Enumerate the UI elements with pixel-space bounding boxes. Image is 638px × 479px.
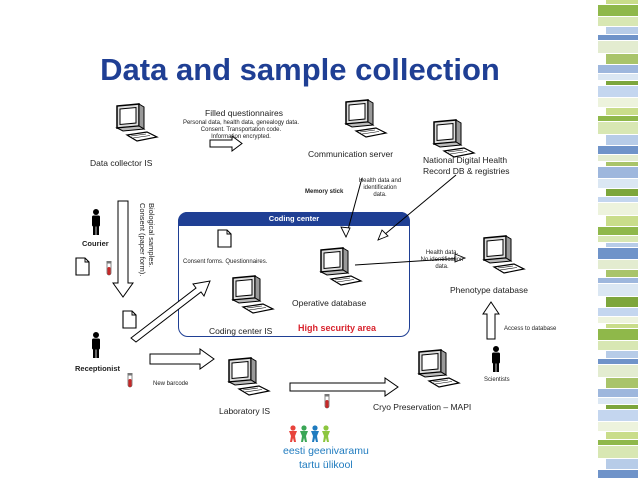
health-noid-label-3: data. — [435, 264, 449, 270]
receptionist-person-icon — [92, 332, 100, 358]
arrow-operative-to-phenotype — [354, 257, 466, 266]
arrow-questionnaires — [209, 135, 243, 152]
operative-db-label: Operative database — [292, 298, 367, 308]
arrow-scientist-up — [482, 301, 500, 340]
consent-paper-label-1: Consent (paper form). — [138, 203, 147, 277]
receptionist-document-icon — [122, 310, 137, 329]
arrow-to-coding-center — [130, 280, 211, 343]
national-db-label-line1: National Digital Health — [423, 155, 508, 165]
filled-questionnaires-label: Filled questionnaires — [205, 108, 283, 118]
consent-paper-label-2: Biological samples. — [147, 203, 156, 268]
questionnaire-detail-2: Consent. Transportation code. — [200, 127, 282, 133]
health-id-label-3: data. — [373, 192, 387, 198]
page-title: Data and sample collection — [100, 52, 500, 87]
arrow-national-to-operative — [377, 174, 457, 241]
logo-text-line1: eesti geenivaramu — [283, 445, 369, 457]
questionnaire-detail-3: Information encrypted. — [211, 134, 271, 140]
sample-tube-icon — [106, 260, 112, 276]
laboratory-computer-icon — [228, 357, 270, 396]
health-noid-label-2: No identification — [420, 257, 464, 263]
memory-stick-label: Memory stick — [305, 189, 344, 195]
logo-figures-icon — [289, 425, 330, 442]
health-id-label-1: Health data and — [358, 178, 402, 184]
diagram-canvas — [75, 99, 525, 442]
high-security-label: High security area — [298, 323, 377, 333]
cryo-label: Cryo Preservation – MAPI — [373, 402, 472, 412]
coding-center-is-label: Coding center IS — [209, 326, 273, 336]
arrow-memory-stick — [345, 177, 363, 238]
operative-db-computer-icon — [320, 247, 362, 286]
health-id-label-2: identification — [363, 185, 397, 191]
decorative-stripes — [598, 0, 638, 478]
logo-text-line2: tartu ülikool — [299, 459, 353, 471]
arrow-to-laboratory — [149, 348, 215, 370]
coding-document-icon — [217, 229, 232, 248]
arrow-courier-down — [112, 200, 134, 298]
cryo-computer-icon — [418, 349, 460, 388]
scientists-label: Scientists — [484, 377, 510, 383]
receptionist-label: Receptionist — [75, 364, 121, 373]
questionnaire-detail-1: Personal data, health data, genealogy da… — [182, 120, 300, 126]
phenotype-db-label: Phenotype database — [450, 285, 528, 295]
health-noid-label-1: Health data. — [425, 250, 459, 256]
national-db-label-line2: Record DB & registries — [423, 166, 510, 176]
consent-forms-label: Consent forms. Questionnaires. — [183, 259, 268, 265]
courier-label: Courier — [82, 239, 109, 248]
courier-person-icon — [92, 209, 100, 235]
scientist-person-icon — [492, 346, 500, 372]
sample-tube-icon — [127, 372, 133, 388]
communication-server-label: Communication server — [308, 149, 394, 159]
laboratory-is-label: Laboratory IS — [219, 406, 271, 416]
phenotype-db-computer-icon — [483, 235, 525, 274]
coding-center-computer-icon — [232, 275, 274, 314]
sample-tube-icon — [324, 393, 330, 409]
communication-server-computer-icon — [345, 99, 387, 138]
new-barcode-label: New barcode — [153, 381, 189, 387]
access-db-label: Access to database — [504, 326, 557, 332]
data-collector-label: Data collector IS — [90, 158, 153, 168]
consent-document-icon — [75, 257, 90, 276]
arrow-lab-to-cryo — [289, 377, 399, 397]
national-db-computer-icon — [433, 119, 475, 158]
